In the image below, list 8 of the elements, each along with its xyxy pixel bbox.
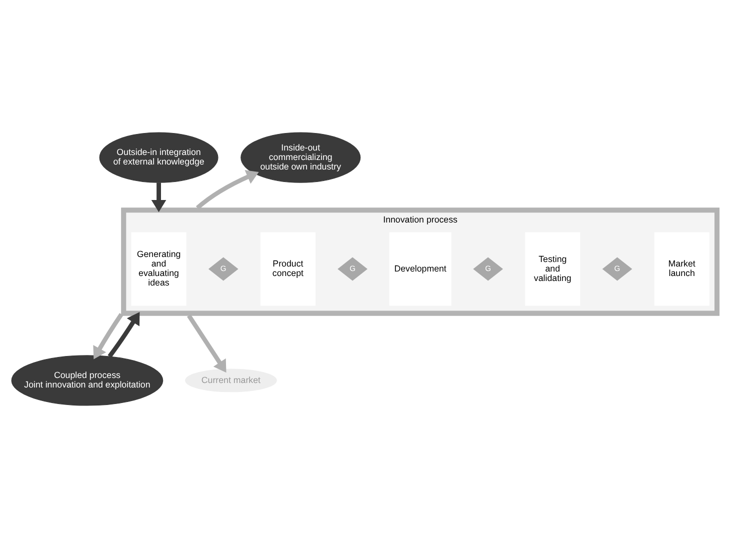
arrow <box>195 170 258 210</box>
node-ellipse: Current market <box>184 368 276 392</box>
node-ellipse: Outside-in integration of external knowlegdge <box>98 132 218 183</box>
arrow <box>107 312 140 358</box>
arrow <box>92 312 123 360</box>
node-ellipse: Coupled process Joint innovation and exploitation <box>10 355 163 406</box>
arrow <box>150 182 166 212</box>
arrow <box>186 314 226 373</box>
